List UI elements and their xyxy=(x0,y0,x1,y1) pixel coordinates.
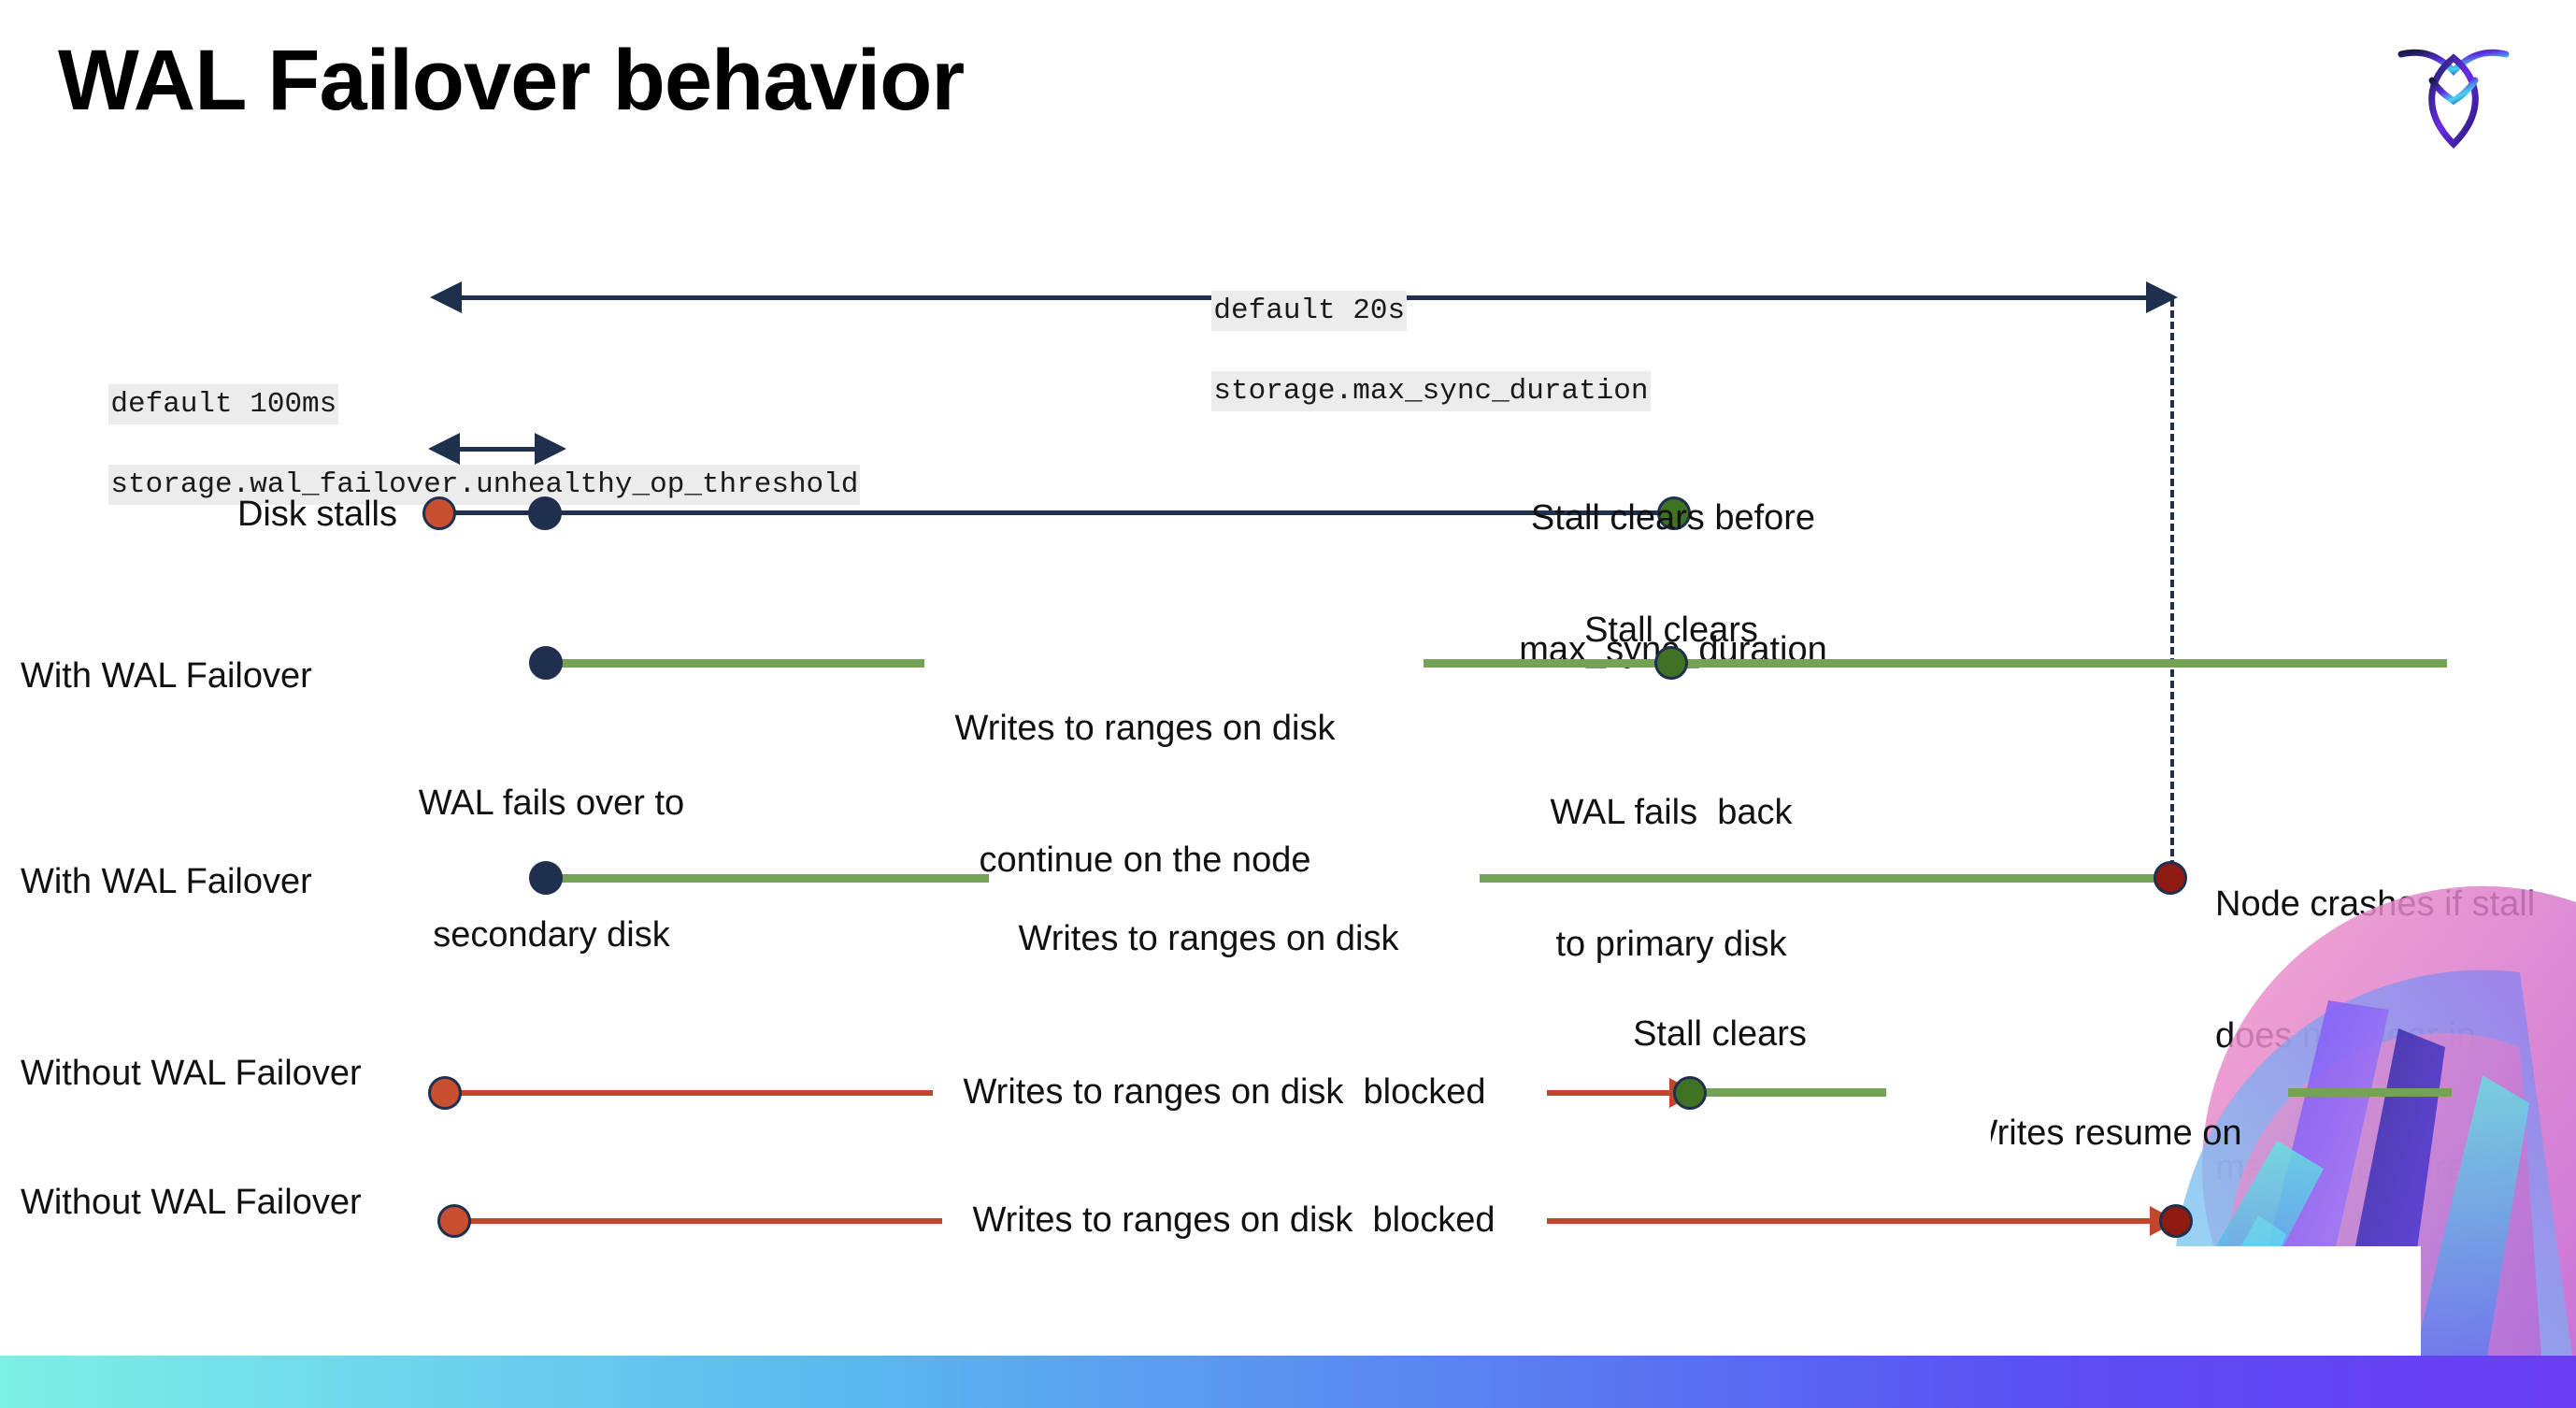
callout-writes-blocked-2: Writes to ranges on disk blocked xyxy=(972,1200,1496,1240)
row-label-disk-stalls: Disk stalls xyxy=(236,495,397,534)
row-5-backdrop xyxy=(0,1113,1991,1234)
wal-failover-1-segment-b xyxy=(1424,659,2447,668)
callout-line-2: secondary disk xyxy=(433,915,670,955)
max-sync-arrow-left-head xyxy=(430,281,462,313)
wal-failover-1-stall-clears-dot xyxy=(1654,646,1688,680)
wal-failover-2-segment-a xyxy=(540,874,989,883)
without-failover-1-stall-clears-dot xyxy=(1673,1076,1707,1110)
disk-stalls-timeline xyxy=(439,510,1675,515)
wal-failover-1-start-dot xyxy=(529,646,563,680)
disk-stall-start-dot xyxy=(422,496,456,530)
without-failover-2-start-dot xyxy=(437,1204,471,1238)
without-failover-1-blocked-line-b xyxy=(1547,1090,1678,1096)
max-sync-dropline xyxy=(2170,299,2174,879)
without-failover-1-start-dot xyxy=(428,1076,462,1110)
row-label-without-wal-failover-1: Without WAL Failover xyxy=(21,1054,362,1093)
unhealthy-op-setting-label: storage.wal_failover.unhealthy_op_thresh… xyxy=(108,465,861,505)
unhealthy-op-arrow-right-head xyxy=(535,433,566,465)
wal-failover-2-start-dot xyxy=(529,861,563,895)
callout-stall-clears-1: Stall clears xyxy=(1584,611,1758,650)
max-sync-setting-label: storage.max_sync_duration xyxy=(1211,371,1651,411)
without-failover-2-blocked-line-a xyxy=(458,1218,942,1224)
unhealthy-op-default-label: default 100ms xyxy=(108,384,339,424)
wal-failover-2-segment-b xyxy=(1480,874,2171,883)
page-title: WAL Failover behavior xyxy=(58,33,965,128)
row-4-backdrop xyxy=(0,972,2056,1085)
without-failover-2-blocked-line-b xyxy=(1547,1218,2159,1224)
bottom-gradient-bar xyxy=(0,1356,2576,1408)
wal-failover-2-crash-dot xyxy=(2154,861,2187,895)
unhealthy-op-span-line xyxy=(456,447,540,452)
max-sync-duration-annotation: default 20s storage.max_sync_duration xyxy=(1142,251,1651,452)
cockroachdb-logo-icon xyxy=(2388,30,2519,156)
without-failover-1-resume-line-b xyxy=(2288,1088,2452,1097)
without-failover-1-resume-line-a xyxy=(1703,1088,1886,1097)
row-label-without-wal-failover-2: Without WAL Failover xyxy=(21,1183,362,1222)
row-label-with-wal-failover-2: With WAL Failover xyxy=(21,862,312,901)
callout-line-1: WAL fails over to xyxy=(418,783,685,823)
callout-line-1: Stall clears before xyxy=(1530,498,1816,538)
callout-stall-clears-2: Stall clears xyxy=(1633,1014,1807,1054)
wal-failover-1-segment-a xyxy=(540,659,924,668)
callout-line-1: WAL fails back xyxy=(1550,793,1793,832)
without-failover-1-blocked-line-a xyxy=(447,1090,933,1096)
callout-line-2: continue on the node xyxy=(979,840,1311,880)
callout-writes-blocked-1: Writes to ranges on disk blocked xyxy=(963,1072,1486,1112)
callout-line-1: Writes to ranges on disk xyxy=(954,709,1336,748)
callout-wal-fails-over: WAL fails over to secondary disk xyxy=(355,694,748,1045)
callout-writes-continue-1: Writes to ranges on disk continue on the… xyxy=(935,619,1355,970)
disk-stall-failover-dot xyxy=(528,496,562,530)
without-failover-2-crash-dot xyxy=(2159,1204,2193,1238)
row-label-with-wal-failover-1: With WAL Failover xyxy=(21,656,312,696)
callout-line-1: Writes to ranges on disk xyxy=(1018,919,1399,958)
disk-stall-clears-dot xyxy=(1657,496,1691,530)
max-sync-default-label: default 20s xyxy=(1211,291,1408,331)
callout-line-1: Node crashes if stall xyxy=(2215,884,2536,924)
callout-line-2: to primary disk xyxy=(1555,925,1787,964)
callout-wal-fails-back: WAL fails back to primary disk xyxy=(1475,703,1868,1055)
unhealthy-op-arrow-left-head xyxy=(428,433,460,465)
unhealthy-op-threshold-annotation: default 100ms storage.wal_failover.unhea… xyxy=(39,344,861,545)
